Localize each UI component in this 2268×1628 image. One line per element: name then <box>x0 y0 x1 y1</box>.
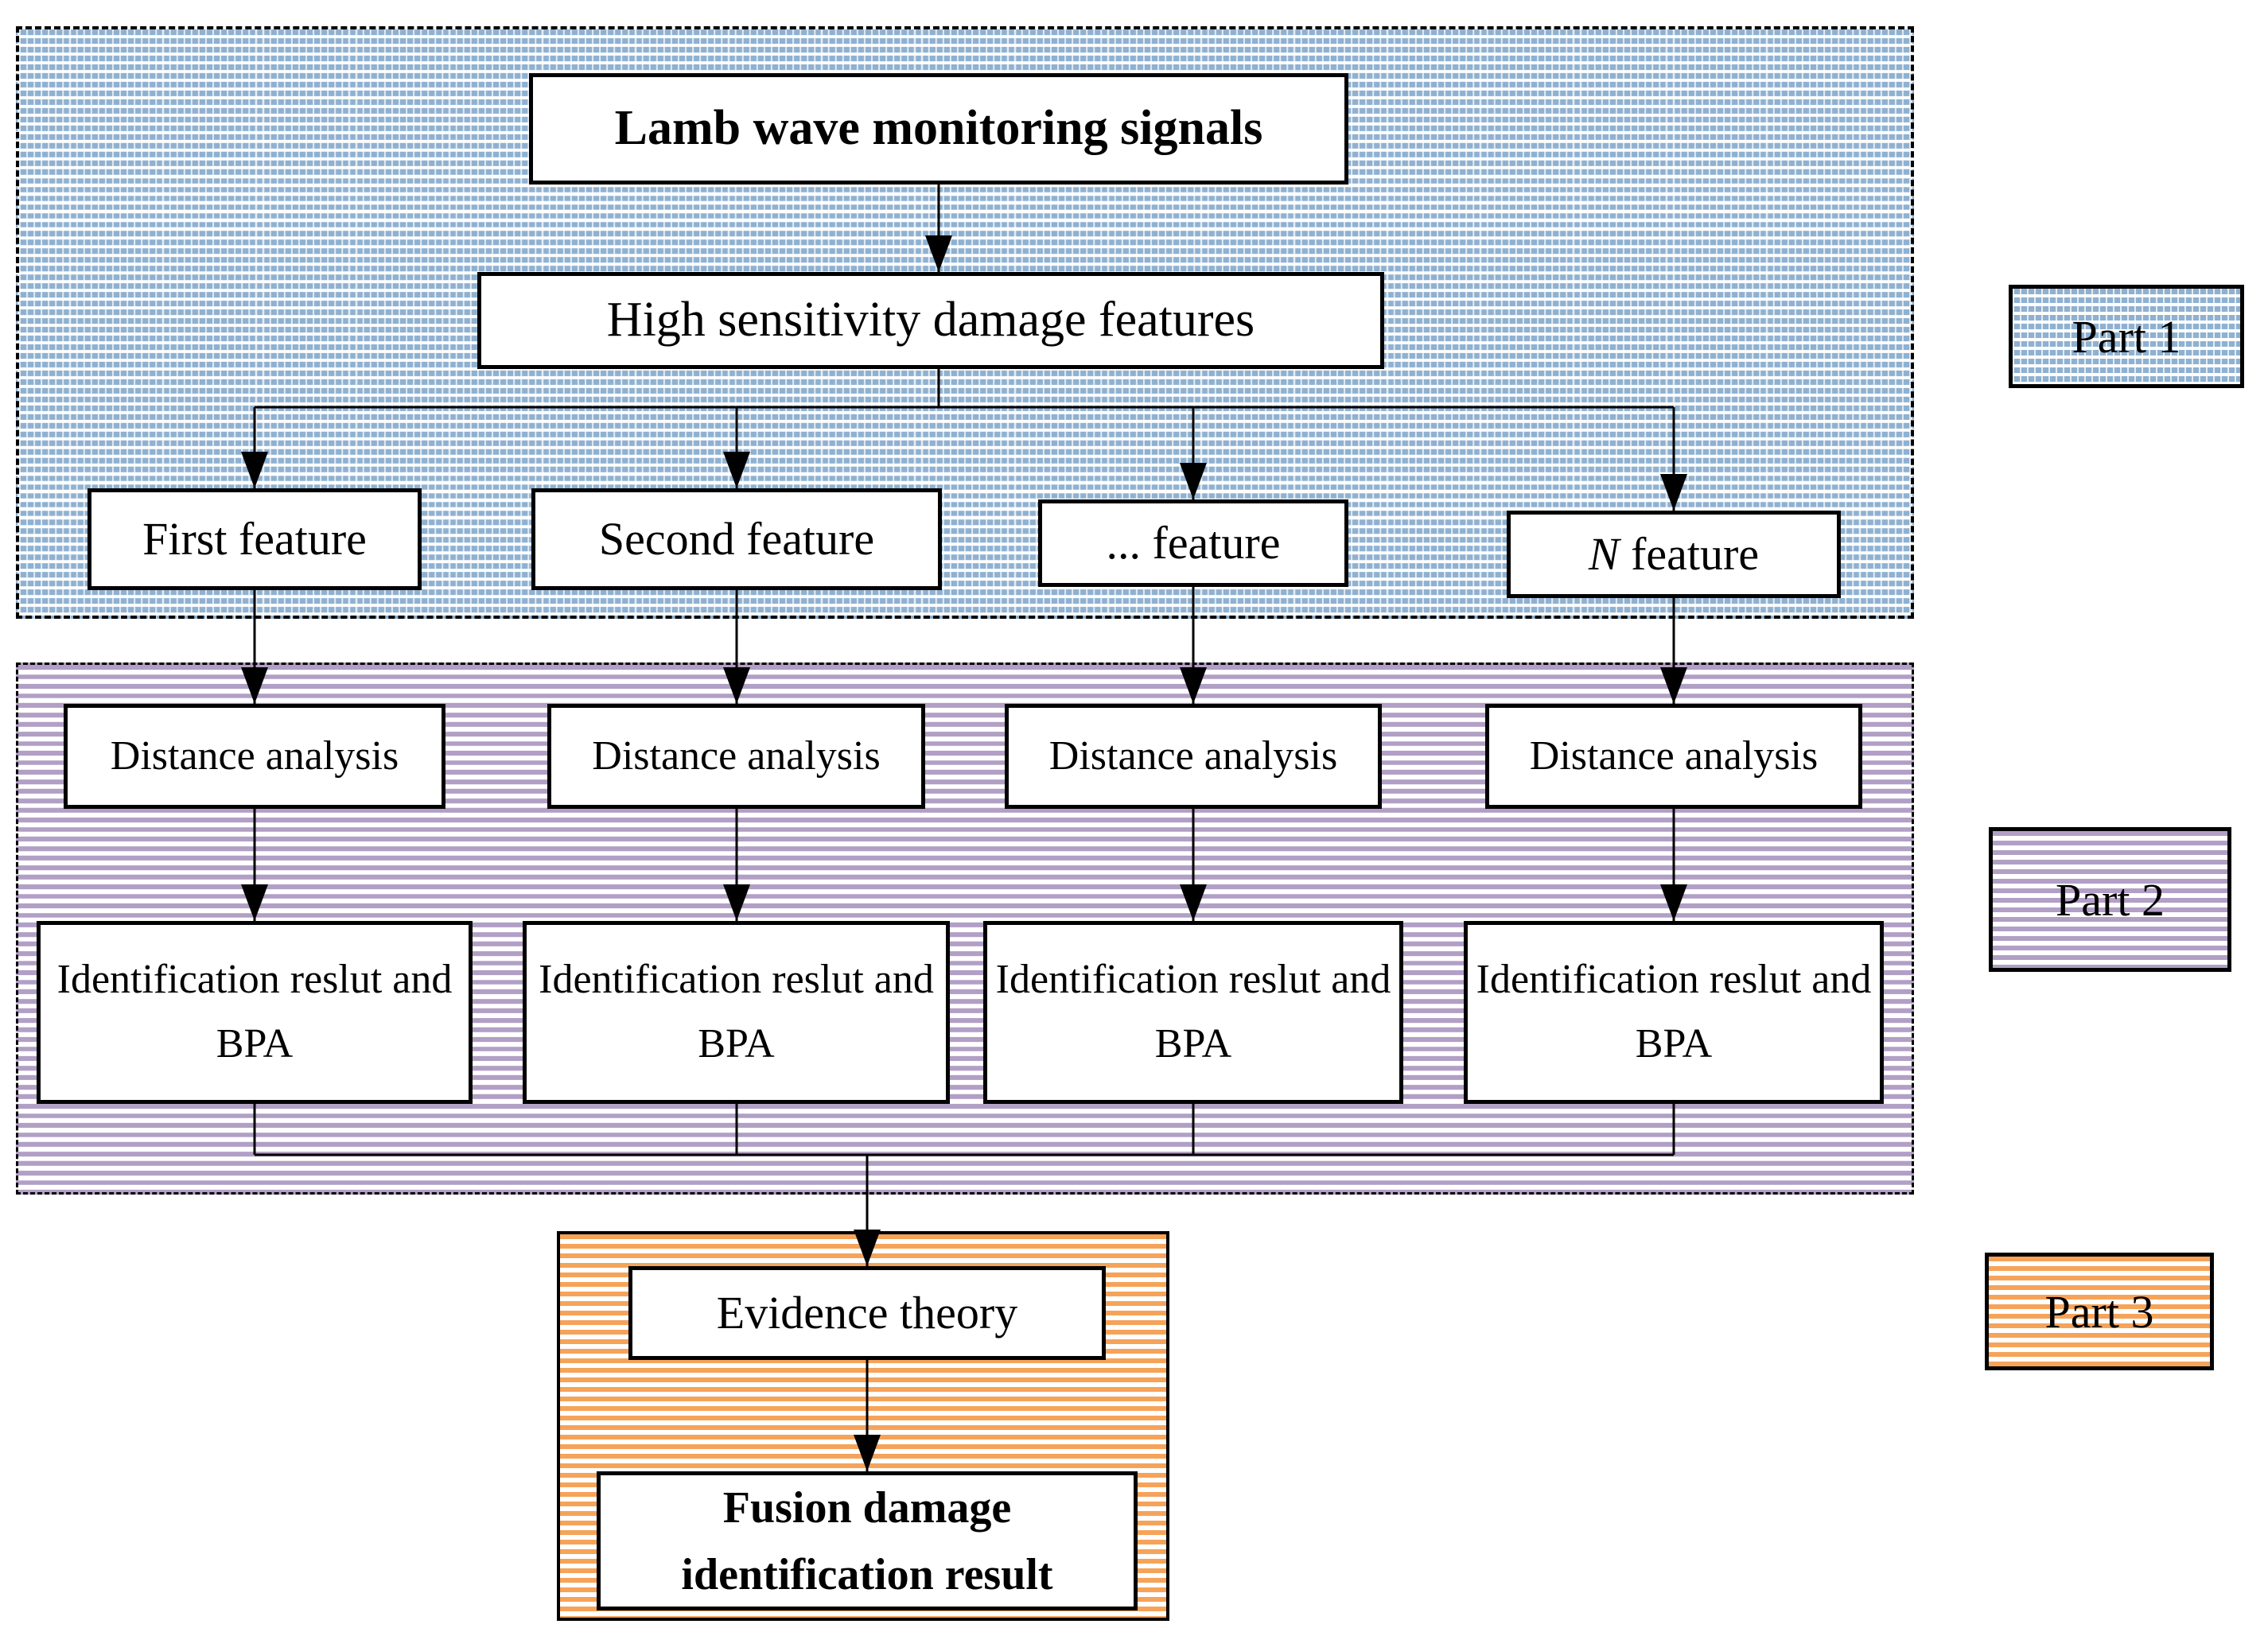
distance-analysis-label-2: Distance analysis <box>592 732 881 779</box>
n-feature-label: N feature <box>1589 523 1759 585</box>
legend-part1: Part 1 <box>2009 285 2244 388</box>
legend-part2-label: Part 2 <box>2056 873 2165 926</box>
lamb-wave-signals-label: Lamb wave monitoring signals <box>614 101 1263 156</box>
distance-analysis-box-1: Distance analysis <box>64 704 445 809</box>
distance-analysis-label-4: Distance analysis <box>1529 732 1819 779</box>
identification-bpa-box-4: Identification reslut and BPA <box>1464 921 1884 1104</box>
high-sensitivity-features-box: High sensitivity damage features <box>477 272 1384 369</box>
n-feature-rest: feature <box>1619 527 1760 580</box>
distance-analysis-label-1: Distance analysis <box>110 732 399 779</box>
fusion-result-box: Fusion damage identification result <box>597 1471 1138 1611</box>
identification-bpa-label-4: Identification reslut and BPA <box>1476 957 1872 1067</box>
identification-bpa-box-1: Identification reslut and BPA <box>37 921 473 1104</box>
identification-bpa-label-2: Identification reslut and BPA <box>539 957 934 1067</box>
ellipsis-feature-box: ... feature <box>1038 499 1348 587</box>
identification-bpa-label-3: Identification reslut and BPA <box>995 957 1391 1067</box>
n-feature-box: N feature <box>1507 511 1841 598</box>
distance-analysis-label-3: Distance analysis <box>1048 732 1338 779</box>
identification-bpa-label-1: Identification reslut and BPA <box>56 957 453 1067</box>
fusion-result-label: Fusion damage identification result <box>681 1482 1053 1599</box>
n-feature-prefix: N <box>1588 527 1620 580</box>
legend-part1-label: Part 1 <box>2072 310 2181 363</box>
identification-bpa-box-3: Identification reslut and BPA <box>983 921 1403 1104</box>
legend-part3: Part 3 <box>1985 1253 2214 1370</box>
distance-analysis-box-3: Distance analysis <box>1005 704 1382 809</box>
identification-bpa-box-2: Identification reslut and BPA <box>523 921 950 1104</box>
second-feature-label: Second feature <box>598 512 875 565</box>
first-feature-label: First feature <box>142 512 367 565</box>
distance-analysis-box-4: Distance analysis <box>1485 704 1862 809</box>
distance-analysis-box-2: Distance analysis <box>547 704 925 809</box>
high-sensitivity-features-label: High sensitivity damage features <box>606 293 1255 348</box>
second-feature-box: Second feature <box>531 488 942 590</box>
ellipsis-feature-label: ... feature <box>1106 516 1281 569</box>
first-feature-box: First feature <box>88 488 422 590</box>
lamb-wave-signals-box: Lamb wave monitoring signals <box>529 73 1348 185</box>
evidence-theory-box: Evidence theory <box>628 1266 1106 1360</box>
legend-part3-label: Part 3 <box>2044 1285 2154 1338</box>
evidence-theory-label: Evidence theory <box>716 1286 1018 1339</box>
legend-part2: Part 2 <box>1989 827 2231 972</box>
